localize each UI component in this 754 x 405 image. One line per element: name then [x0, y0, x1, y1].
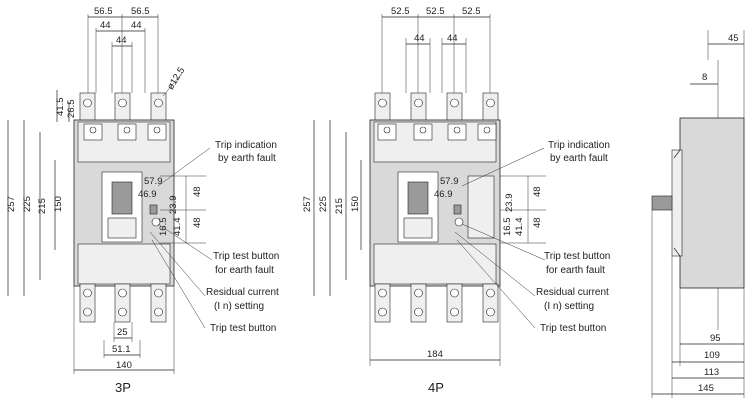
label-3p-trip-test-ef-2: for earth fault — [215, 265, 274, 276]
dim-4p-h150: 150 — [350, 196, 361, 212]
side-handle — [651, 195, 673, 211]
dim-4p-top-b: 52.5 — [426, 6, 445, 17]
dim-3p-c4: 16.5 — [158, 218, 169, 237]
handle-4p — [407, 181, 429, 215]
dim-side-113: 113 — [704, 367, 719, 378]
label-3p-trip-indication-2: by earth fault — [218, 153, 276, 164]
dim-4p-top-a: 52.5 — [391, 6, 410, 17]
dim-3p-bot-b: 51.1 — [112, 344, 131, 355]
dim-3p-top-c: 44 — [100, 20, 111, 31]
dim-3p-c6: 48 — [192, 186, 203, 197]
side-body — [679, 117, 745, 289]
label-4p-trip-test-ef-1: Trip test button — [544, 251, 610, 262]
dim-3p-bot-a: 25 — [117, 327, 128, 338]
dim-3p-hole: ø12.5 — [165, 65, 187, 91]
dim-4p-width: 184 — [427, 349, 443, 360]
dim-3p-width: 140 — [116, 360, 132, 371]
view-4p: 52.5 52.5 52.5 44 44 257 225 215 150 57.… — [302, 6, 610, 395]
label-4p-trip-indication-1: Trip indication — [548, 140, 610, 151]
dim-side-45: 45 — [728, 33, 739, 44]
dim-3p-h215: 215 — [37, 198, 48, 214]
dim-4p-top-c: 52.5 — [462, 6, 481, 17]
dim-3p-top-a: 56.5 — [94, 6, 113, 17]
top-terminals-3p — [79, 92, 167, 124]
dim-4p-h215: 215 — [334, 198, 345, 214]
dim-3p-h225: 225 — [22, 196, 33, 212]
label-4p-residual-2: (I n) setting — [544, 301, 594, 312]
dim-4p-top-e: 44 — [447, 33, 458, 44]
dim-3p-h150: 150 — [53, 196, 64, 212]
dim-4p-top-d: 44 — [414, 33, 425, 44]
bottom-terminals-4p — [374, 283, 499, 323]
dim-4p-h257: 257 — [302, 196, 313, 212]
dim-4p-h225: 225 — [318, 196, 329, 212]
label-4p-residual-1: Residual current — [536, 287, 609, 298]
dim-4p-c4: 16.5 — [502, 218, 513, 237]
dim-3p-c5: 41.4 — [172, 218, 183, 237]
label-3p-trip-test: Trip test button — [210, 323, 276, 334]
dim-3p-top-e: 44 — [116, 35, 127, 46]
view-3p: 56.5 56.5 44 44 44 ø12.5 257 225 215 150… — [6, 6, 279, 395]
dim-4p-c1: 57.9 — [440, 176, 459, 187]
trip-test-button-4p — [454, 217, 464, 227]
dim-3p-top-b: 56.5 — [131, 6, 150, 17]
dim-3p-h257: 257 — [6, 196, 17, 212]
label-4p-trip-indication-2: by earth fault — [550, 153, 608, 164]
dim-3p-left-a: 41.5 — [55, 98, 66, 117]
dim-side-109: 109 — [704, 350, 720, 361]
handle-3p — [111, 181, 133, 215]
label-4p-trip-test: Trip test button — [540, 323, 606, 334]
label-3p-trip-test-ef-1: Trip test button — [213, 251, 279, 262]
dim-3p-c7: 48 — [192, 217, 203, 228]
dim-3p-left-b: 26.5 — [66, 100, 77, 119]
dim-4p-c6: 48 — [532, 186, 543, 197]
dim-side-145: 145 — [698, 383, 714, 394]
caption-4p: 4P — [428, 380, 444, 395]
label-4p-trip-test-ef-2: for earth fault — [546, 265, 605, 276]
dim-side-8: 8 — [702, 72, 707, 83]
dim-3p-c3: 23.9 — [168, 196, 179, 215]
dim-3p-c2: 46.9 — [138, 189, 157, 200]
caption-3p: 3P — [115, 380, 131, 395]
top-terminals-4p — [374, 92, 499, 124]
view-side: 45 8 95 109 113 145 — [651, 30, 745, 398]
label-3p-residual-1: Residual current — [206, 287, 279, 298]
dim-side-95: 95 — [710, 333, 721, 344]
dim-3p-top-d: 44 — [131, 20, 142, 31]
dim-4p-c5: 41.4 — [514, 218, 525, 237]
dim-4p-c7: 48 — [532, 217, 543, 228]
label-3p-trip-indication-1: Trip indication — [215, 140, 277, 151]
bottom-terminals-3p — [79, 283, 167, 323]
dim-3p-c1: 57.9 — [144, 176, 163, 187]
label-3p-residual-2: (I n) setting — [214, 301, 264, 312]
dim-4p-c3: 23.9 — [504, 194, 515, 213]
dim-4p-c2: 46.9 — [434, 189, 453, 200]
